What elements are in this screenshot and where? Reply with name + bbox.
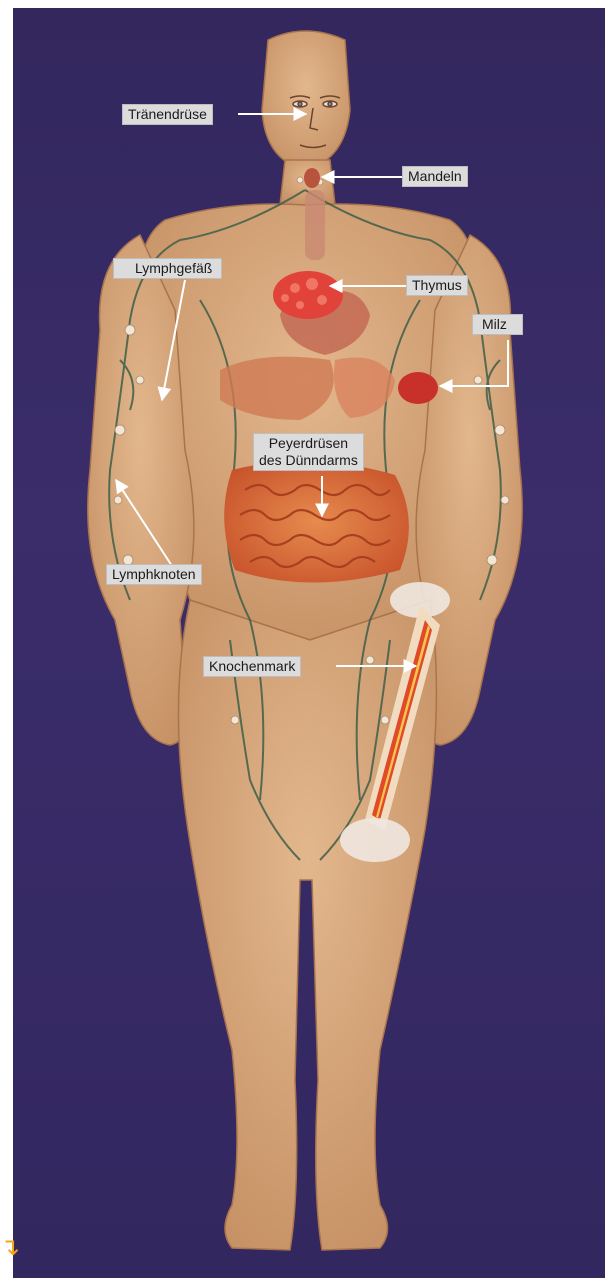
label-lymphgefaess: Lymphgefäß — [113, 258, 222, 279]
orange-arrow-icon: ↴ — [0, 1236, 14, 1262]
trachea — [305, 190, 325, 260]
head — [262, 31, 350, 170]
label-peyer-line1: Peyerdrüsen — [259, 435, 358, 452]
label-peyer-line2: des Dünndarms — [259, 452, 358, 469]
label-lymphknoten: Lymphknoten — [106, 564, 202, 585]
label-traenendruese: Tränendrüse — [122, 104, 213, 125]
small-intestine — [224, 461, 409, 582]
label-thymus: Thymus — [406, 275, 468, 296]
label-knochenmark: Knochenmark — [203, 656, 301, 677]
spleen — [398, 372, 438, 404]
tonsils — [304, 168, 320, 188]
label-milz: Milz — [472, 314, 523, 335]
label-mandeln: Mandeln — [402, 166, 468, 187]
label-peyerdruesen: Peyerdrüsen des Dünndarms — [253, 433, 364, 471]
